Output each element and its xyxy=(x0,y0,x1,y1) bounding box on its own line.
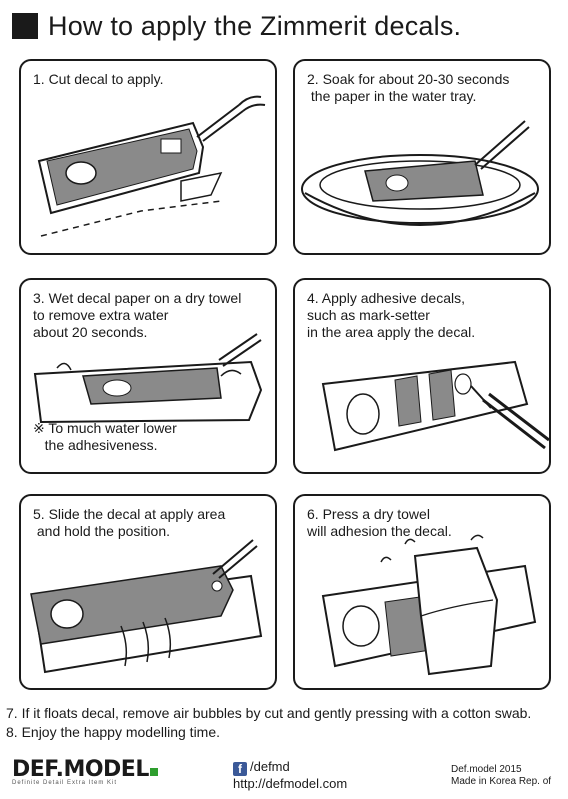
step-4-panel: 4. Apply adhesive decals, such as mark-s… xyxy=(293,278,551,474)
cut-decal-illustration xyxy=(37,95,266,237)
footer-steps: 7. If it floats decal, remove air bubble… xyxy=(6,704,531,742)
maker-line-1: Def.model 2015 xyxy=(451,764,522,775)
brand-green-square-icon xyxy=(149,768,158,776)
water-tray-illustration xyxy=(301,120,539,226)
brand-logo-text: DEF.MODEL xyxy=(12,757,149,782)
maker-info: Def.model 2015 Made in Korea Rep. of xyxy=(451,764,551,788)
title-square-icon xyxy=(12,13,38,39)
step-1-panel: 1. Cut decal to apply. xyxy=(19,59,277,255)
step-4-text: 4. Apply adhesive decals, such as mark-s… xyxy=(307,290,476,340)
step-2-panel: 2. Soak for about 20-30 seconds the pape… xyxy=(293,59,551,255)
step-5-panel: 5. Slide the decal at apply area and hol… xyxy=(19,494,277,690)
step-5-text: 5. Slide the decal at apply area and hol… xyxy=(33,506,226,539)
footer-step-7: 7. If it floats decal, remove air bubble… xyxy=(6,705,532,721)
dry-towel-illustration xyxy=(33,333,263,424)
footer-step-8: 8. Enjoy the happy modelling time. xyxy=(6,724,221,740)
slide-decal-illustration xyxy=(30,539,263,674)
brand-tagline: Definite Detail Extra Item Kit xyxy=(12,780,118,786)
facebook-handle: /defmd xyxy=(250,759,290,774)
press-towel-illustration xyxy=(321,534,537,676)
page-title: How to apply the Zimmerit decals. xyxy=(48,10,462,41)
maker-line-2: Made in Korea Rep. of xyxy=(451,776,552,787)
step-3-panel: 3. Wet decal paper on a dry towel to rem… xyxy=(19,278,277,474)
social-links: f/defmd http://defmodel.com xyxy=(233,759,347,792)
facebook-link[interactable]: f/defmd xyxy=(233,759,347,776)
website-link[interactable]: http://defmodel.com xyxy=(233,776,348,791)
brand: DEF.MODEL Definite Detail Extra Item Kit xyxy=(12,757,158,786)
brand-logo: DEF.MODEL xyxy=(12,757,158,782)
step-6-text: 6. Press a dry towel will adhesion the d… xyxy=(307,506,452,539)
step-3-text: 3. Wet decal paper on a dry towel to rem… xyxy=(33,290,242,340)
facebook-icon: f xyxy=(233,762,247,776)
mark-setter-illustration xyxy=(321,360,549,452)
step-6-panel: 6. Press a dry towel will adhesion the d… xyxy=(293,494,551,690)
step-1-text: 1. Cut decal to apply. xyxy=(33,71,164,87)
step-3-note: ※ To much water lower the adhesiveness. xyxy=(33,420,177,453)
title-row: How to apply the Zimmerit decals. xyxy=(12,6,461,46)
step-2-text: 2. Soak for about 20-30 seconds the pape… xyxy=(307,71,510,104)
